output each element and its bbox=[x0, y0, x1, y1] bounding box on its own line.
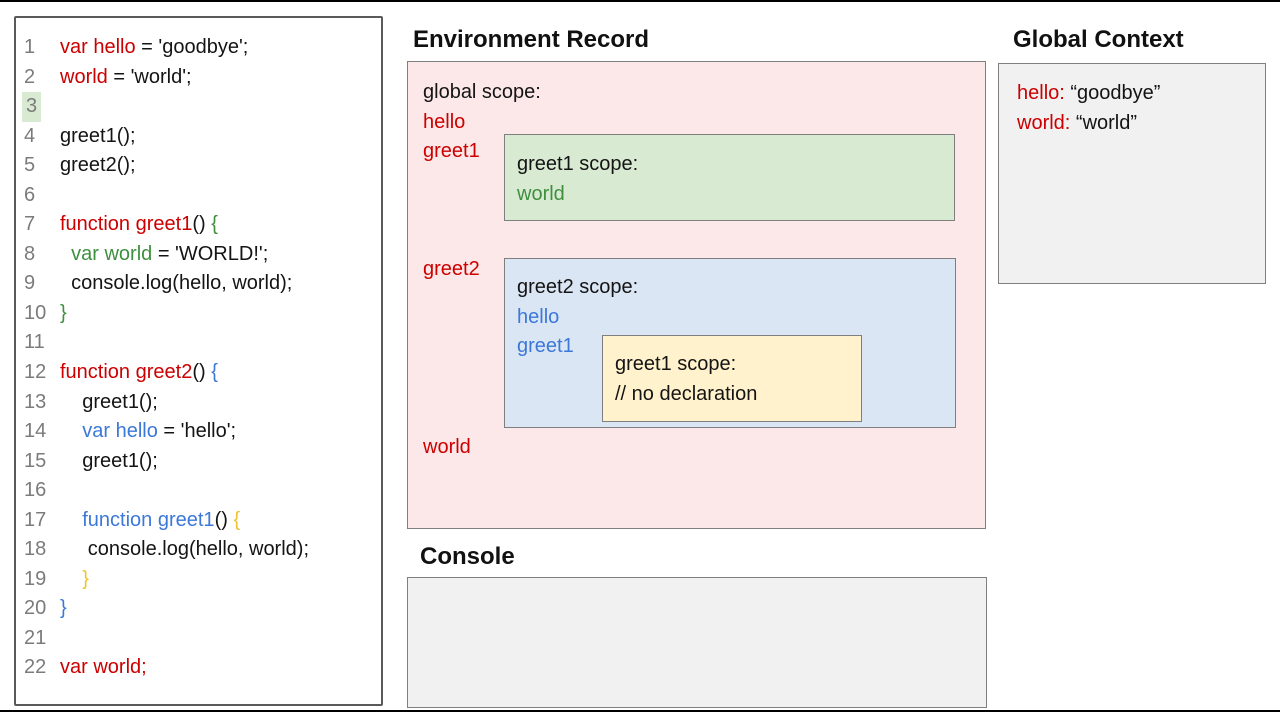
line-number: 6 bbox=[24, 183, 36, 206]
code-line: 4 greet1(); bbox=[24, 122, 381, 152]
inner-greet1-scope-box: greet1 scope: // no declaration bbox=[602, 335, 862, 422]
line-number: 2 bbox=[24, 65, 36, 88]
code-text: console.log(hello, world); bbox=[60, 272, 293, 295]
line-number: 8 bbox=[24, 242, 36, 265]
global-context-title: Global Context bbox=[1013, 26, 1184, 53]
console-title: Console bbox=[420, 543, 515, 570]
line-number: 1 bbox=[24, 36, 36, 58]
line-number: 17 bbox=[24, 508, 47, 531]
line-number: 5 bbox=[24, 154, 36, 177]
line-number: 13 bbox=[24, 390, 47, 413]
code-text: console.log(hello, world); bbox=[60, 538, 310, 561]
line-number: 7 bbox=[24, 213, 36, 236]
global-context-entry-value: “world” bbox=[1075, 111, 1138, 134]
global-context-box: hello: “goodbye” world: “world” bbox=[998, 63, 1266, 284]
line-number: 12 bbox=[24, 361, 47, 384]
inner-greet1-scope-label: greet1 scope: bbox=[615, 353, 737, 375]
line-number: 4 bbox=[24, 124, 36, 147]
global-scope-label: global scope: bbox=[423, 81, 541, 103]
code-text: } bbox=[60, 301, 67, 324]
line-number: 21 bbox=[24, 626, 47, 649]
code-line: 9 console.log(hello, world); bbox=[24, 269, 381, 299]
global-scope-box: global scope: hello greet1 greet2 world … bbox=[407, 61, 986, 529]
greet2-scope-var-hello: hello bbox=[517, 305, 560, 328]
code-line: 17 function greet1() { bbox=[24, 506, 381, 536]
code-line: 12 function greet2() { bbox=[24, 358, 381, 388]
code-line: 18 console.log(hello, world); bbox=[24, 535, 381, 565]
line-number: 16 bbox=[24, 479, 47, 502]
greet2-scope-box: greet2 scope: hello greet1 greet1 scope:… bbox=[504, 258, 956, 428]
code-text: var world = 'WORLD!'; bbox=[71, 242, 269, 265]
code-text: greet1(); bbox=[60, 449, 158, 472]
global-scope-header: global scope: hello greet1 bbox=[408, 62, 985, 167]
global-var-hello: hello bbox=[423, 110, 466, 133]
line-number: 20 bbox=[24, 597, 47, 620]
greet2-scope-label: greet2 scope: bbox=[517, 276, 639, 298]
environment-record-title: Environment Record bbox=[413, 26, 650, 53]
line-number: 15 bbox=[24, 449, 47, 472]
code-line: 3 bbox=[22, 92, 381, 122]
line-number: 14 bbox=[24, 420, 47, 443]
code-line: 11 bbox=[24, 328, 381, 358]
code-text: var hello = 'hello'; bbox=[82, 420, 237, 443]
greet2-scope-var-greet1: greet1 bbox=[517, 335, 574, 357]
code-line: 5 greet2(); bbox=[24, 151, 381, 181]
code-lines: 1 var hello = 'goodbye'; 2 world = 'world';… bbox=[16, 18, 381, 683]
code-text: greet1(); bbox=[60, 390, 158, 413]
code-line: 10} bbox=[24, 299, 381, 329]
console-output-box bbox=[407, 577, 987, 708]
code-text: world = 'world'; bbox=[60, 65, 192, 88]
global-context-entry-name: hello: bbox=[1017, 82, 1065, 104]
code-text: var hello = 'goodbye'; bbox=[60, 36, 249, 58]
code-line: 21 bbox=[24, 624, 381, 654]
line-number: 19 bbox=[24, 567, 47, 590]
code-line: 20} bbox=[24, 594, 381, 624]
code-text: function greet1() { bbox=[60, 213, 218, 236]
code-line: 15 greet1(); bbox=[24, 447, 381, 477]
line-number: 11 bbox=[24, 331, 45, 354]
line-number: 3 bbox=[22, 92, 60, 122]
code-text: } bbox=[82, 567, 89, 590]
greet1-scope-var-world: world bbox=[517, 182, 565, 205]
highlighted-line-number: 3 bbox=[22, 92, 42, 122]
inner-greet1-scope-comment: // no declaration bbox=[615, 382, 758, 405]
code-text: greet2(); bbox=[60, 154, 136, 177]
code-text: function greet1() { bbox=[82, 508, 241, 531]
global-context-entry: world: “world” bbox=[1017, 109, 1265, 139]
code-line: 8 var world = 'WORLD!'; bbox=[24, 240, 381, 270]
greet1-scope-box: greet1 scope: world bbox=[504, 134, 955, 221]
code-line: 2 world = 'world'; bbox=[24, 63, 381, 93]
code-text: greet1(); bbox=[60, 124, 136, 147]
code-text: var world; bbox=[60, 656, 147, 679]
code-text: function greet2() { bbox=[60, 361, 218, 384]
code-panel: 1 var hello = 'goodbye'; 2 world = 'world';… bbox=[14, 16, 383, 706]
global-var-greet1: greet1 bbox=[423, 140, 480, 162]
global-context-entry-value: “goodbye” bbox=[1070, 82, 1161, 104]
line-number: 9 bbox=[24, 272, 36, 295]
greet1-scope-label: greet1 scope: bbox=[517, 153, 639, 175]
code-line: 16 bbox=[24, 476, 381, 506]
global-context-entry: hello: “goodbye” bbox=[1017, 79, 1265, 109]
code-line: 6 bbox=[24, 181, 381, 211]
code-line: 22 var world; bbox=[24, 653, 381, 683]
line-number: 10 bbox=[24, 301, 47, 324]
line-number: 22 bbox=[24, 656, 47, 679]
code-line: 1 var hello = 'goodbye'; bbox=[24, 33, 381, 63]
code-line: 19 } bbox=[24, 565, 381, 595]
code-line: 14 var hello = 'hello'; bbox=[24, 417, 381, 447]
global-context-entry-name: world: bbox=[1017, 111, 1071, 134]
code-line: 13 greet1(); bbox=[24, 388, 381, 418]
code-line: 7 function greet1() { bbox=[24, 210, 381, 240]
global-var-world: world bbox=[423, 436, 471, 458]
global-var-greet2: greet2 bbox=[423, 258, 480, 280]
line-number: 18 bbox=[24, 538, 47, 561]
code-text: } bbox=[60, 597, 67, 620]
